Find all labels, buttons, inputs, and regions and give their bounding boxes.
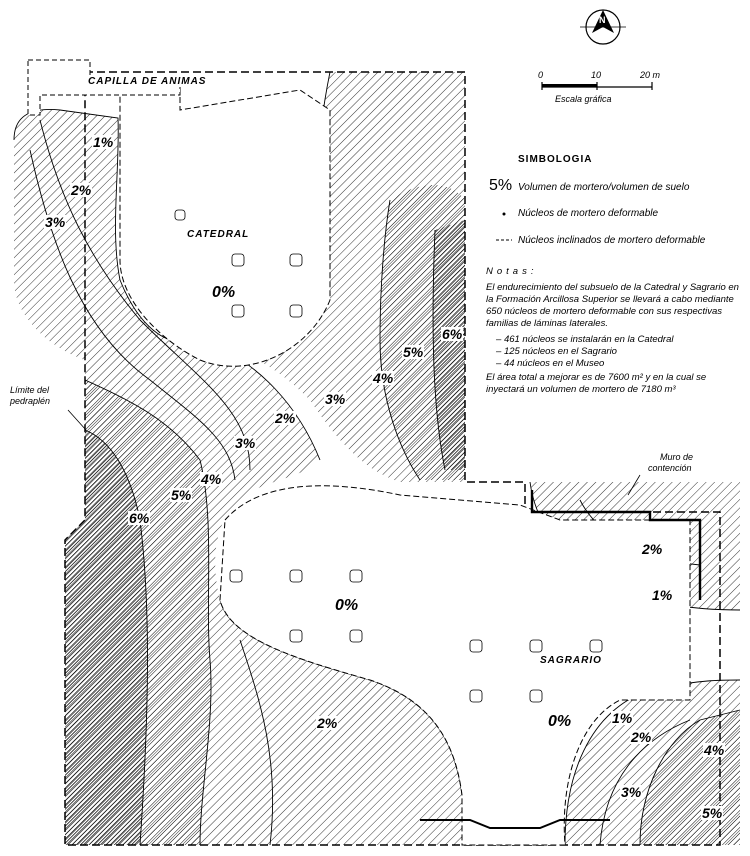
contour-label: 0% — [212, 284, 236, 301]
zone-west-densest — [65, 430, 148, 845]
scale-tick-10: 10 — [591, 70, 602, 80]
contour-label: 2% — [274, 410, 297, 426]
legend-dot-text: Núcleos de mortero deformable — [518, 208, 659, 219]
contour-label: 1% — [651, 587, 674, 603]
label-limite-2: pedraplén — [10, 396, 51, 406]
scale-bar — [541, 82, 653, 90]
scale-caption: Escala gráfica — [555, 94, 612, 104]
north-arrow — [580, 9, 626, 45]
contour-label: 1% — [611, 710, 634, 726]
legend-percent-sample: 5% — [489, 177, 513, 194]
label-capilla: CAPILLA DE ANIMAS — [86, 76, 209, 87]
label-muro-2: contención — [648, 463, 692, 473]
notes-title: Notas: — [486, 266, 538, 277]
label-sagrario: SAGRARIO — [540, 655, 602, 666]
legend-dot-symbol — [502, 212, 506, 216]
notes-item: 125 núcleos en el Sagrario — [496, 346, 746, 358]
contour-label: 3% — [44, 214, 67, 230]
notes-item: 44 núcleos en el Museo — [496, 358, 746, 370]
zone-east-densest — [433, 220, 465, 470]
north-label: N — [599, 15, 606, 25]
contour-label: 3% — [620, 784, 643, 800]
legend-title: SIMBOLOGIA — [518, 154, 593, 165]
notes-item: 461 núcleos se instalarán en la Catedral — [496, 334, 746, 346]
capilla-outline — [27, 59, 181, 116]
sagrario-outline — [219, 485, 691, 846]
contour-label: 4% — [703, 742, 726, 758]
legend-percent-text: Volumen de mortero/volumen de suelo — [518, 182, 690, 193]
contour-label: 5% — [701, 805, 724, 821]
contour-label: 2% — [630, 729, 653, 745]
contour-label: 5% — [170, 487, 193, 503]
contour-label: 4% — [200, 471, 223, 487]
scale-tick-0: 0 — [538, 70, 544, 80]
contour-label: 3% — [324, 391, 347, 407]
contour-label: 0% — [335, 597, 359, 614]
label-muro-1: Muro de — [660, 452, 694, 462]
cathedral-outline — [119, 84, 331, 367]
contour-label: 6% — [128, 510, 151, 526]
contour-label: 6% — [441, 326, 464, 342]
contour-label: 2% — [641, 541, 664, 557]
notes-area: El área total a mejorar es de 7600 m² y … — [486, 372, 707, 395]
contour-label: 1% — [92, 134, 115, 150]
contour-label: 2% — [316, 715, 339, 731]
notes-paragraph: El endurecimiento del subsuelo de la Cat… — [486, 282, 739, 329]
contour-label: 2% — [70, 182, 93, 198]
contour-label: 0% — [548, 713, 572, 730]
retaining-wall — [530, 490, 702, 600]
contour-label: 3% — [234, 435, 257, 451]
notes-block: Notas: El endurecimiento del subsuelo de… — [486, 266, 746, 396]
scale-tick-20: 20 m — [640, 70, 661, 80]
column-markers — [174, 209, 603, 703]
label-limite-1: Límite del — [10, 385, 50, 395]
contour-label: 5% — [402, 344, 425, 360]
notes-list: 461 núcleos se instalarán en la Catedral… — [496, 334, 746, 370]
label-catedral: CATEDRAL — [187, 229, 250, 240]
contour-label: 4% — [372, 370, 395, 386]
legend-dash-text: Núcleos inclinados de mortero deformable — [518, 235, 706, 246]
